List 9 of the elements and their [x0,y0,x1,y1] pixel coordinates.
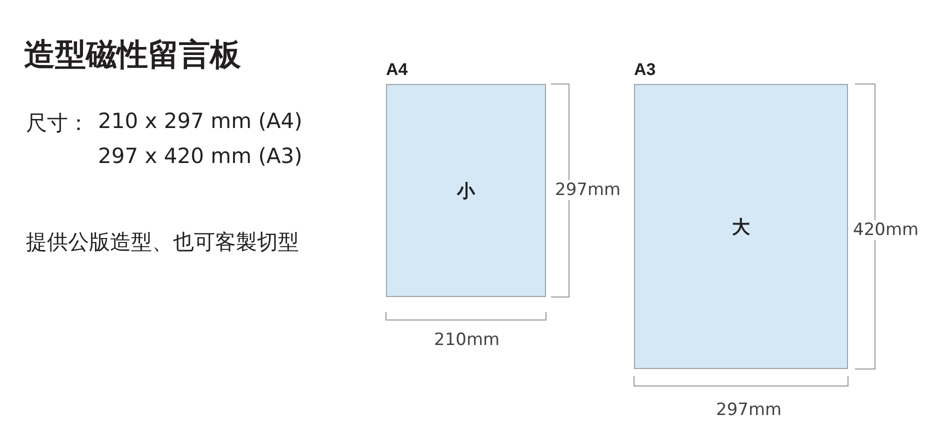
spec-label: 尺寸： [26,110,89,137]
title: 造型磁性留言板 [24,36,241,75]
spec-text: 210 x 297 mm (A4) [98,109,302,133]
note-text: 提供公版造型、也可客製切型 [26,229,299,256]
size-heading: A3 [634,60,656,80]
size-text: 小 [457,180,475,202]
size-heading: A4 [386,60,408,80]
spec-text: 297 x 420 mm (A3) [98,144,302,168]
size-text: 大 [732,216,750,238]
